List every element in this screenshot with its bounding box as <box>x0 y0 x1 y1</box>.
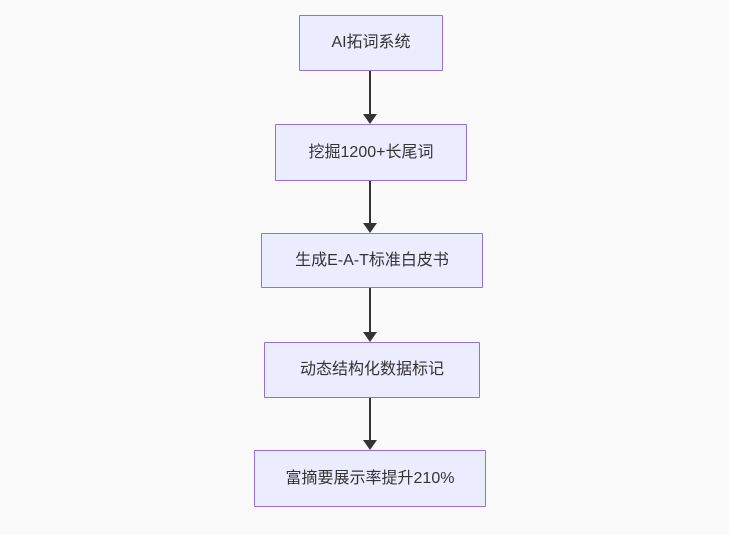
flow-node-label: 富摘要展示率提升210% <box>285 469 455 487</box>
arrow-line <box>369 288 371 332</box>
flow-node-eat-whitepaper: 生成E-A-T标准白皮书 <box>261 233 483 288</box>
flow-node-label: 生成E-A-T标准白皮书 <box>295 251 449 269</box>
arrowhead-down-icon <box>363 440 377 450</box>
flow-arrow-4 <box>363 398 377 450</box>
flow-arrow-2 <box>363 181 377 233</box>
flow-node-rich-snippet-result: 富摘要展示率提升210% <box>254 450 486 507</box>
flow-node-label: 动态结构化数据标记 <box>299 361 444 378</box>
arrow-line <box>369 398 371 440</box>
arrowhead-down-icon <box>363 332 377 342</box>
flow-node-longtail-mining: 挖掘1200+长尾词 <box>275 124 467 181</box>
flow-arrow-1 <box>363 71 377 124</box>
arrowhead-down-icon <box>363 223 377 233</box>
arrowhead-down-icon <box>363 114 377 124</box>
flow-node-ai-word-expansion: AI拓词系统 <box>299 15 443 71</box>
flow-node-label: 挖掘1200+长尾词 <box>308 143 434 161</box>
flow-node-label: AI拓词系统 <box>331 34 411 51</box>
arrow-line <box>369 181 371 223</box>
flow-arrow-3 <box>363 288 377 342</box>
flow-node-structured-data-markup: 动态结构化数据标记 <box>264 342 480 398</box>
arrow-line <box>369 71 371 114</box>
